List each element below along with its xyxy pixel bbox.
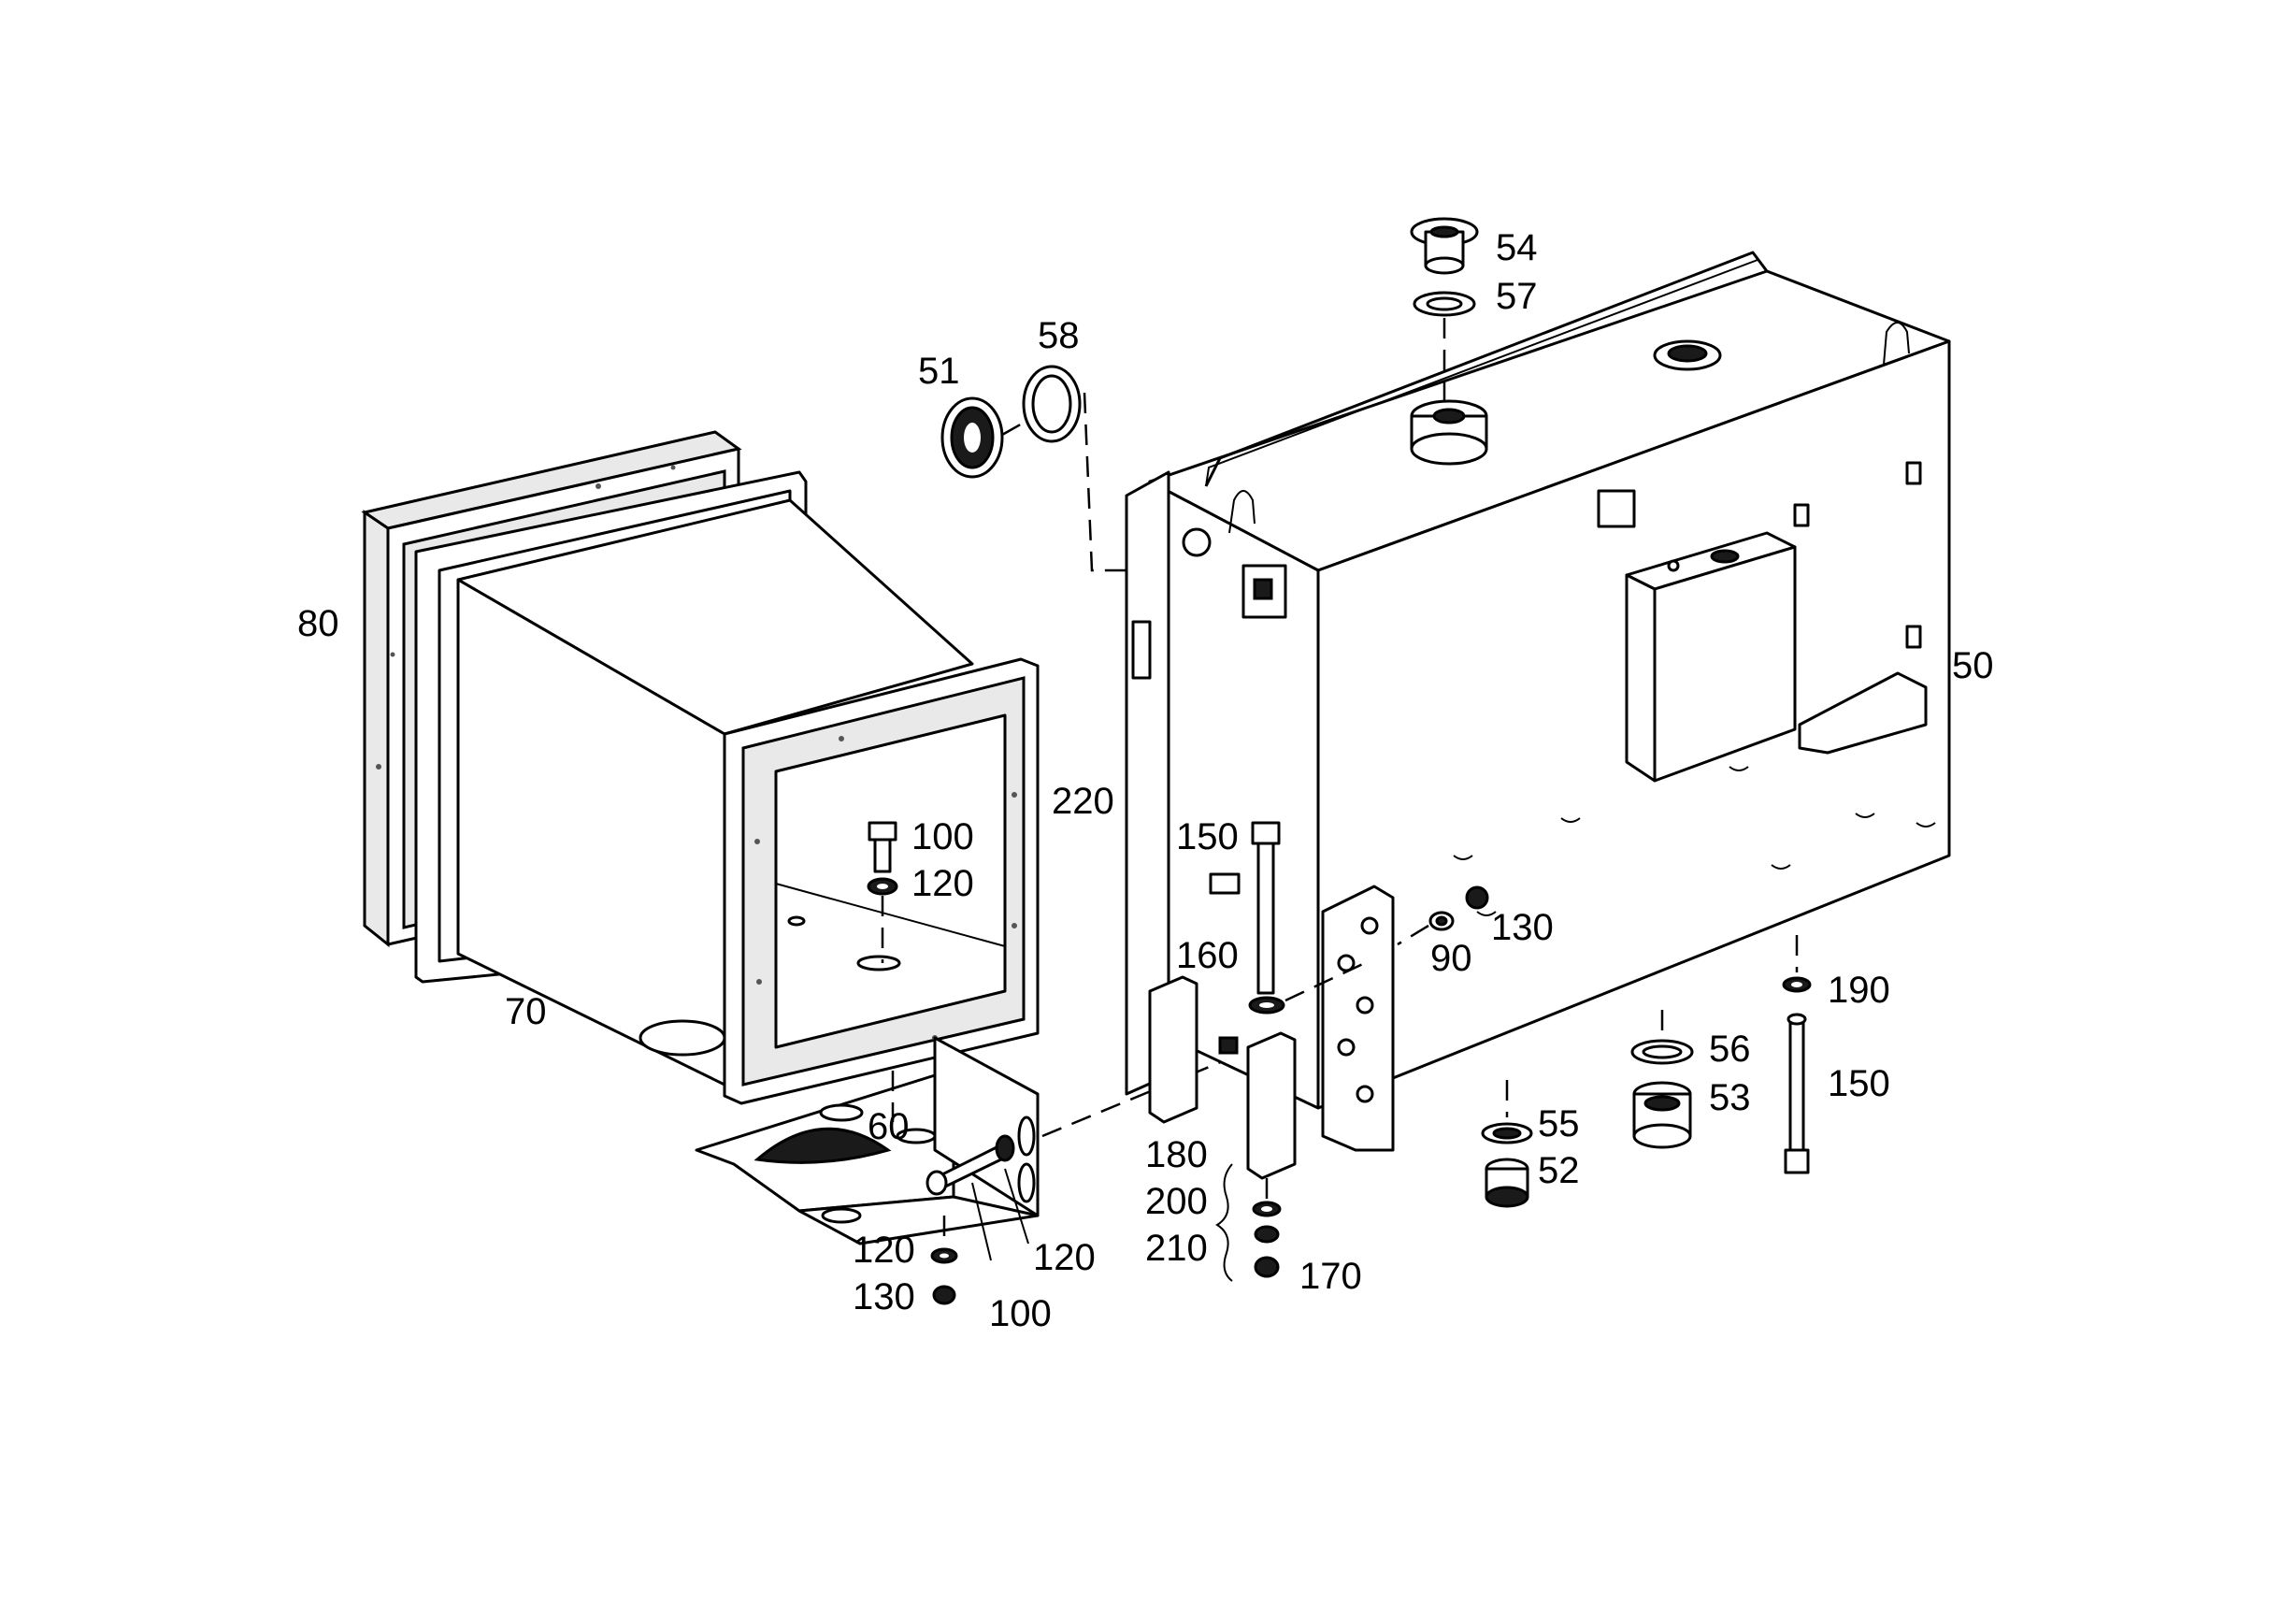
small-block bbox=[1209, 872, 1241, 895]
label-220: 220 bbox=[1052, 781, 1114, 822]
label-50: 50 bbox=[1952, 645, 1994, 686]
label-210: 210 bbox=[1145, 1228, 1208, 1269]
label-130-left: 130 bbox=[853, 1276, 915, 1317]
label-56: 56 bbox=[1709, 1029, 1751, 1070]
brace bbox=[1215, 1163, 1233, 1282]
label-160: 160 bbox=[1176, 935, 1239, 976]
label-60: 60 bbox=[868, 1106, 910, 1147]
label-120-bolt: 120 bbox=[1033, 1237, 1096, 1278]
bracket-60 bbox=[695, 1036, 1235, 1245]
clamp-180 bbox=[1148, 975, 1297, 1180]
washer-nut-stack-left bbox=[930, 1216, 958, 1305]
label-51: 51 bbox=[918, 351, 960, 392]
tank-50 bbox=[1125, 251, 1951, 1110]
label-57: 57 bbox=[1496, 276, 1538, 317]
housing-70 bbox=[414, 470, 974, 1087]
label-70: 70 bbox=[505, 991, 547, 1032]
label-100-lower: 100 bbox=[989, 1293, 1052, 1334]
label-130-right: 130 bbox=[1491, 907, 1554, 948]
callout-labels: 54 57 58 51 80 50 220 150 100 120 130 90… bbox=[297, 227, 1994, 1334]
bolt-150-right bbox=[1782, 935, 1812, 1174]
label-190: 190 bbox=[1828, 970, 1890, 1011]
washer-nut-stack-center bbox=[1252, 1178, 1282, 1278]
washer-57 bbox=[1413, 291, 1476, 402]
label-90: 90 bbox=[1430, 938, 1472, 979]
plug-54 bbox=[1410, 217, 1479, 275]
bolt-150-left bbox=[1248, 821, 1366, 1015]
label-200: 200 bbox=[1145, 1181, 1208, 1222]
label-80: 80 bbox=[297, 603, 339, 644]
mounting-plate bbox=[1321, 885, 1395, 1152]
cap-51 bbox=[940, 396, 1025, 479]
label-52: 52 bbox=[1538, 1150, 1580, 1191]
label-150-right: 150 bbox=[1828, 1063, 1890, 1104]
nut-130-washer-90 bbox=[1397, 885, 1489, 946]
label-180: 180 bbox=[1145, 1134, 1208, 1175]
label-170: 170 bbox=[1299, 1256, 1362, 1297]
label-54: 54 bbox=[1496, 227, 1538, 268]
drain-plug-52 bbox=[1481, 1080, 1533, 1208]
label-120-upper: 120 bbox=[911, 863, 974, 904]
bolt-100-upper bbox=[867, 821, 898, 963]
bolt-100-lower bbox=[926, 1134, 1029, 1261]
o-ring-58 bbox=[1022, 365, 1136, 572]
plug-53 bbox=[1630, 1010, 1694, 1149]
label-100-upper: 100 bbox=[911, 816, 974, 857]
label-53: 53 bbox=[1709, 1077, 1751, 1118]
label-55: 55 bbox=[1538, 1103, 1580, 1144]
label-120-left: 120 bbox=[853, 1230, 915, 1271]
label-58: 58 bbox=[1038, 315, 1080, 356]
label-150-left: 150 bbox=[1176, 816, 1239, 857]
